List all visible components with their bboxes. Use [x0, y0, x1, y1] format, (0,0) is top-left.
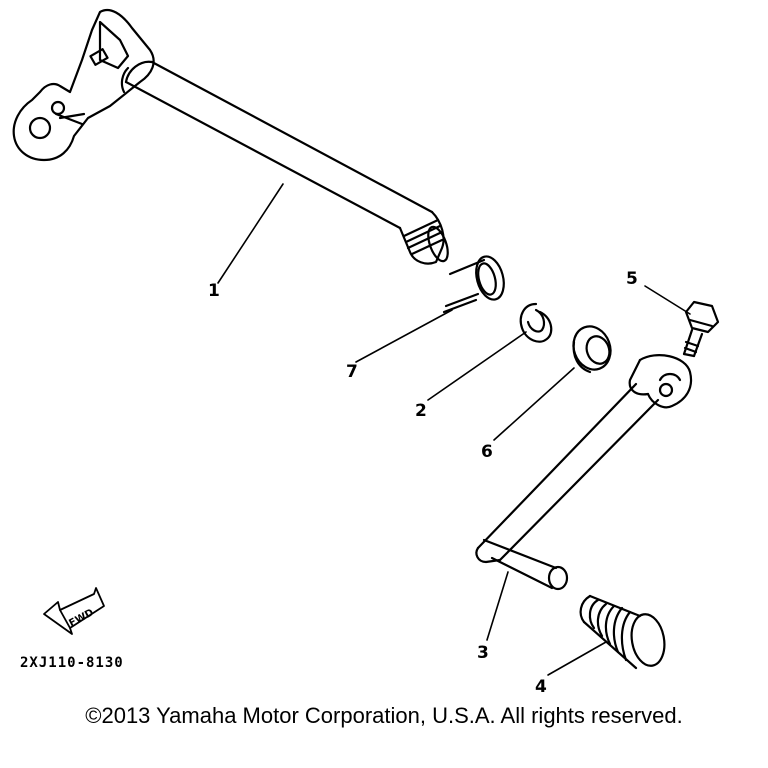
fwd-label: FWD — [67, 607, 95, 629]
circlip-part-2 — [519, 302, 553, 343]
shift-arm-part-3 — [475, 354, 693, 591]
exploded-parts-diagram: 1 7 2 6 5 3 4 FWD 2XJ110-8130 — [12, 8, 720, 697]
fwd-arrow-icon — [43, 587, 105, 635]
copyright-notice: ©2013 Yamaha Motor Corporation, U.S.A. A… — [85, 703, 683, 728]
torsion-spring-part-7 — [442, 255, 505, 314]
leader-line-7 — [355, 309, 453, 363]
bolt-part-5 — [682, 300, 720, 358]
part-code: 2XJ110-8130 — [20, 655, 124, 671]
callout-2: 2 — [415, 401, 427, 421]
leader-line-5 — [644, 285, 691, 315]
callout-7: 7 — [346, 362, 358, 382]
callout-4: 4 — [535, 677, 547, 697]
leader-lines — [217, 183, 691, 676]
leader-line-4 — [547, 641, 607, 676]
leader-line-6 — [493, 367, 575, 441]
callout-1: 1 — [208, 281, 220, 301]
shift-shaft-part-1 — [12, 8, 449, 265]
leader-line-1 — [217, 183, 284, 284]
oil-seal-part-6 — [572, 325, 612, 374]
callout-3: 3 — [477, 643, 489, 663]
leader-line-2 — [427, 331, 527, 401]
callout-6: 6 — [481, 442, 493, 462]
shift-rubber-part-4 — [579, 594, 666, 670]
leader-line-3 — [486, 571, 509, 641]
callout-5: 5 — [626, 269, 638, 289]
